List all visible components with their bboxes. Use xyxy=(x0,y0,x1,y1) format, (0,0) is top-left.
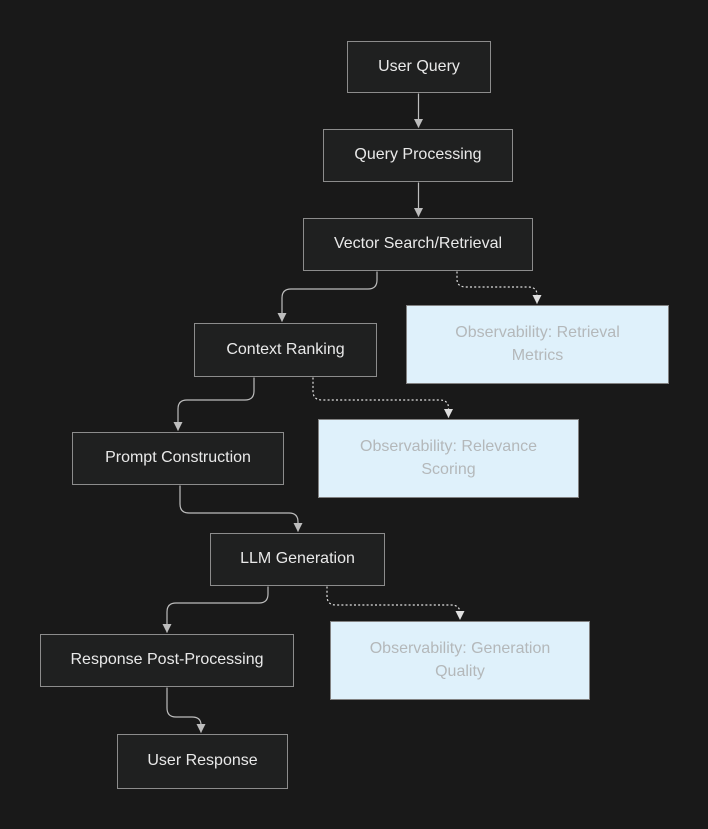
node-vector-search-retrieval-label: Vector Search/Retrieval xyxy=(333,235,503,253)
node-query-processing-label: Query Processing xyxy=(354,146,482,164)
node-vector-search-retrieval: Vector Search/Retrieval xyxy=(303,218,533,271)
node-user-query-label: User Query xyxy=(378,57,460,75)
edge-response-post-processing-to-user-response xyxy=(166,687,206,733)
node-user-query: User Query xyxy=(347,41,491,93)
node-context-ranking-label: Context Ranking xyxy=(226,340,345,358)
node-prompt-construction: Prompt Construction xyxy=(72,432,284,485)
node-user-response-label: User Response xyxy=(147,752,258,770)
node-llm-generation-label: LLM Generation xyxy=(240,550,355,568)
edge-llm-generation-to-obs-generation-quality xyxy=(326,586,465,620)
node-response-post-processing: Response Post-Processing xyxy=(40,634,294,687)
node-prompt-construction-label: Prompt Construction xyxy=(105,449,251,467)
edge-prompt-construction-to-llm-generation xyxy=(179,485,303,532)
node-obs-retrieval-metrics-label: Observability: Retrieval Metrics xyxy=(455,323,620,364)
node-obs-generation-quality-label: Observability: Generation Quality xyxy=(369,639,551,680)
node-query-processing: Query Processing xyxy=(323,129,513,182)
node-context-ranking: Context Ranking xyxy=(194,323,377,377)
node-obs-retrieval-metrics: Observability: Retrieval Metrics xyxy=(406,305,669,384)
edge-vector-search-to-obs-retrieval-metrics xyxy=(456,271,542,304)
node-llm-generation: LLM Generation xyxy=(210,533,385,586)
node-obs-generation-quality: Observability: Generation Quality xyxy=(330,621,590,700)
node-obs-relevance-scoring: Observability: Relevance Scoring xyxy=(318,419,579,498)
edge-context-ranking-to-obs-relevance-scoring xyxy=(312,377,453,418)
node-response-post-processing-label: Response Post-Processing xyxy=(70,651,264,669)
node-obs-relevance-scoring-label: Observability: Relevance Scoring xyxy=(360,437,537,478)
edge-context-ranking-to-prompt-construction xyxy=(173,377,255,431)
node-user-response: User Response xyxy=(117,734,288,789)
edge-llm-generation-to-response-post-processing xyxy=(162,586,269,633)
edge-vector-search-to-context-ranking xyxy=(277,271,378,322)
